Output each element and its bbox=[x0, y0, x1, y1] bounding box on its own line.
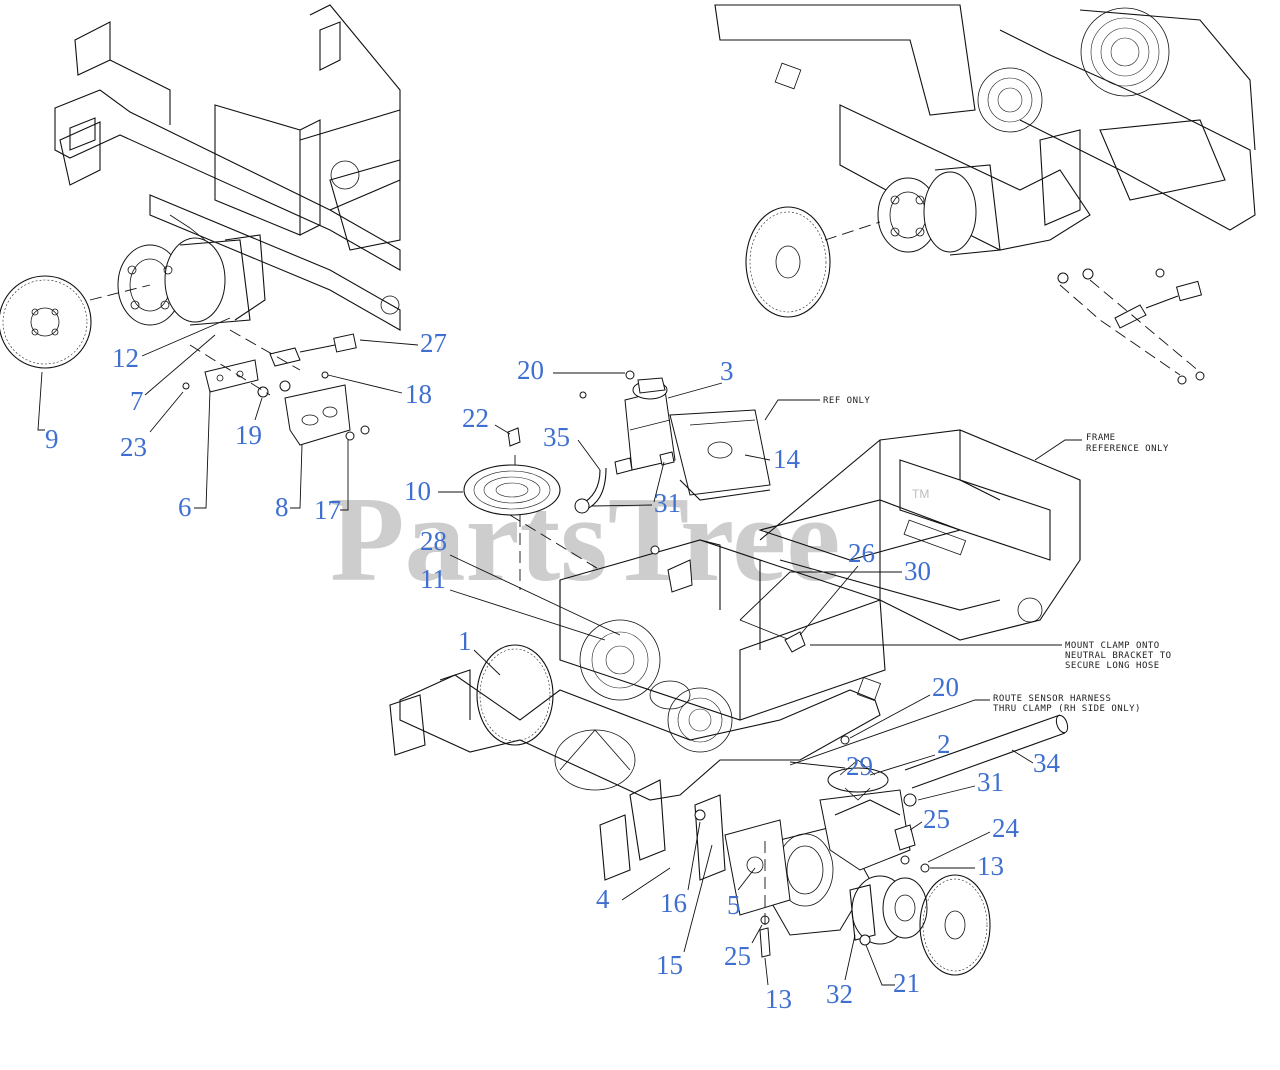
note-ref-only: REF ONLY bbox=[823, 396, 870, 406]
callout-12: 12 bbox=[112, 343, 139, 373]
main-frame bbox=[389, 429, 1081, 881]
detail-top-left bbox=[0, 4, 401, 446]
callout-3: 3 bbox=[720, 356, 734, 386]
callout-21: 21 bbox=[893, 968, 920, 998]
callout-4: 4 bbox=[596, 884, 610, 914]
detail-top-right bbox=[714, 4, 1256, 385]
watermark: PartsTree TM bbox=[330, 472, 929, 607]
callout-19: 19 bbox=[235, 420, 262, 450]
callout-14: 14 bbox=[773, 444, 801, 474]
callout-22: 22 bbox=[462, 403, 489, 433]
callout-35: 35 bbox=[543, 422, 570, 452]
callout-31-bottom: 31 bbox=[977, 767, 1004, 797]
callout-13-top: 13 bbox=[977, 851, 1004, 881]
callout-25-bottom: 25 bbox=[724, 941, 751, 971]
callout-17: 17 bbox=[314, 495, 341, 525]
note-frame-ref-2: REFERENCE ONLY bbox=[1086, 444, 1169, 454]
note-route-sensor-2: THRU CLAMP (RH SIDE ONLY) bbox=[993, 704, 1141, 714]
note-mount-clamp-1: MOUNT CLAMP ONTO bbox=[1065, 641, 1160, 651]
watermark-trademark: TM bbox=[912, 487, 929, 501]
callout-23: 23 bbox=[120, 432, 147, 462]
callout-28: 28 bbox=[420, 526, 447, 556]
callout-26: 26 bbox=[848, 538, 875, 568]
callout-10: 10 bbox=[404, 476, 431, 506]
reservoir-assembly bbox=[463, 370, 771, 590]
callout-31-top: 31 bbox=[654, 488, 681, 518]
callout-24: 24 bbox=[992, 813, 1020, 843]
note-mount-clamp-3: SECURE LONG HOSE bbox=[1065, 661, 1160, 671]
callout-2: 2 bbox=[937, 729, 951, 759]
watermark-text: PartsTree bbox=[330, 472, 840, 607]
note-frame-ref-1: FRAME bbox=[1086, 433, 1116, 443]
callout-29: 29 bbox=[846, 751, 873, 781]
note-mount-clamp-2: NEUTRAL BRACKET TO bbox=[1065, 651, 1172, 661]
callout-7: 7 bbox=[130, 386, 144, 416]
notes: REF ONLY FRAME REFERENCE ONLY MOUNT CLAM… bbox=[764, 396, 1172, 766]
callout-34: 34 bbox=[1033, 748, 1061, 778]
transaxle-assembly bbox=[694, 714, 1069, 976]
callout-15: 15 bbox=[656, 950, 683, 980]
callout-6: 6 bbox=[178, 492, 192, 522]
callout-8: 8 bbox=[275, 492, 289, 522]
callout-13-bottom: 13 bbox=[765, 984, 792, 1014]
callout-1: 1 bbox=[458, 626, 472, 656]
callout-20-bottom: 20 bbox=[932, 672, 959, 702]
callout-30: 30 bbox=[904, 556, 931, 586]
callout-25-top: 25 bbox=[923, 804, 950, 834]
callout-5: 5 bbox=[727, 890, 741, 920]
callout-9: 9 bbox=[45, 424, 59, 454]
callout-27: 27 bbox=[420, 328, 447, 358]
callout-20-top: 20 bbox=[517, 355, 544, 385]
callout-11: 11 bbox=[420, 564, 446, 594]
callouts: 27 12 18 7 9 23 19 6 8 17 20 3 22 35 14 … bbox=[37, 317, 1061, 1014]
callout-32: 32 bbox=[826, 979, 853, 1009]
note-route-sensor-1: ROUTE SENSOR HARNESS bbox=[993, 694, 1111, 704]
callout-16: 16 bbox=[660, 888, 687, 918]
callout-18: 18 bbox=[405, 379, 432, 409]
